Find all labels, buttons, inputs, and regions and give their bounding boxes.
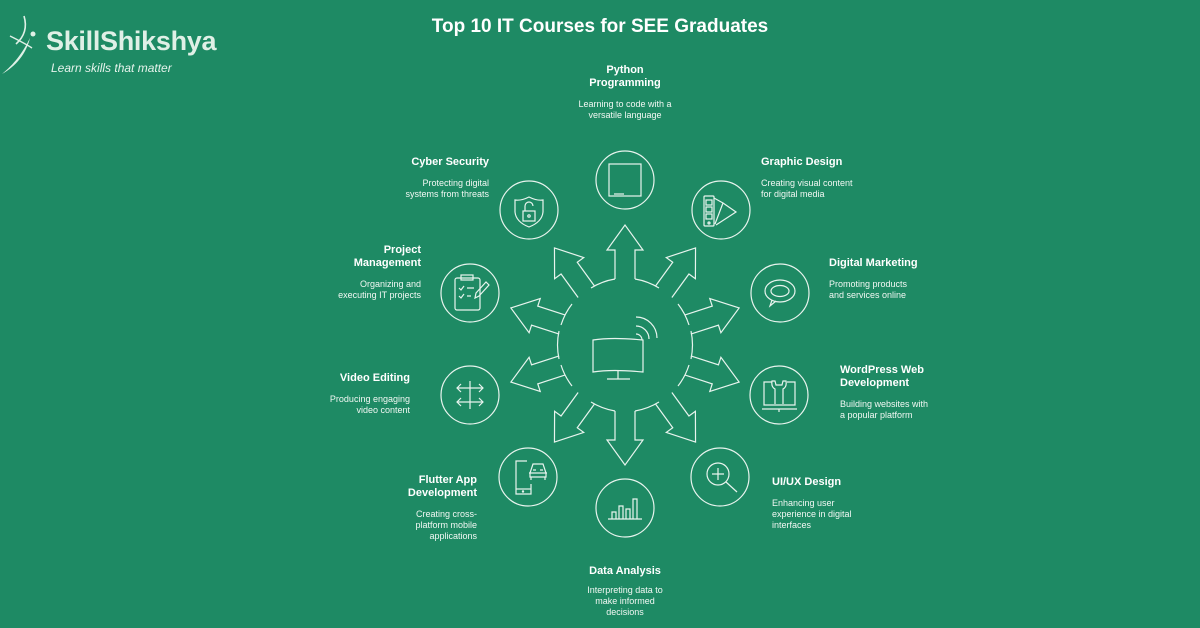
color-swatch-icon <box>703 195 738 227</box>
bar-chart-icon <box>608 498 642 520</box>
shield-lock-icon <box>514 196 544 228</box>
brand-logo-block: SkillShikshya Learn skills that matter <box>0 14 260 84</box>
pycharm-icon <box>608 163 642 197</box>
chat-bubble-icon <box>764 279 796 308</box>
monitor-wifi-icon <box>592 316 658 380</box>
course-title: Graphic Design <box>761 156 843 168</box>
clipboard-pencil-icon <box>454 274 490 311</box>
course-title: Data Analysis <box>589 565 661 577</box>
zoom-in-icon <box>706 462 738 493</box>
page-title: Top 10 IT Courses for SEE Graduates <box>431 16 769 37</box>
course-title: Video Editing <box>339 372 410 384</box>
phone-car-icon <box>515 460 547 495</box>
course-icon-circles <box>440 150 810 538</box>
brand-name: SkillShikshya <box>46 26 217 56</box>
course-title: Digital Marketing <box>829 257 918 269</box>
monitor-wrench-icon <box>762 380 797 412</box>
course-title: Cyber Security <box>411 156 489 168</box>
move-arrows-icon <box>456 381 484 409</box>
brand-tagline: Learn skills that matter <box>51 61 172 75</box>
runner-logo-icon <box>2 15 36 74</box>
hub-arrows <box>509 223 741 467</box>
course-title: UI/UX Design <box>772 476 842 488</box>
